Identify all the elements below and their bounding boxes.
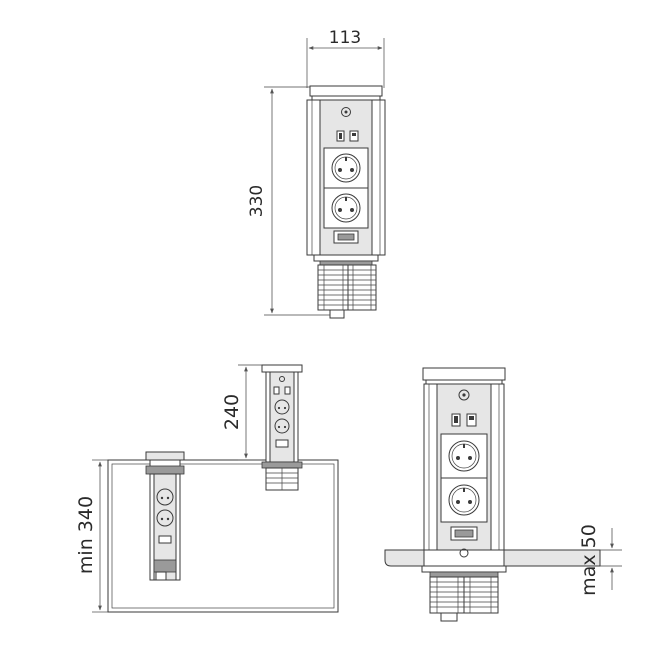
width-dimension: 113 <box>306 28 385 88</box>
power-socket-icon <box>323 187 369 229</box>
led-button-icon <box>341 107 351 117</box>
retracted-socket-tower <box>145 451 185 581</box>
cabinet-outline <box>107 459 339 613</box>
raised-height-dimension: 240 <box>221 364 262 461</box>
width-label: 113 <box>329 28 361 48</box>
power-socket-icon <box>440 477 488 523</box>
cabinet-depth-label: min 340 <box>75 496 97 574</box>
worktop-thickness-label: max 50 <box>578 524 600 596</box>
power-socket-icon <box>274 418 290 434</box>
power-switch-icon <box>450 526 478 541</box>
worktop-installation-view: max 50 <box>384 367 622 622</box>
power-socket-icon <box>156 488 174 506</box>
worktop <box>384 548 601 567</box>
cabinet-installation-view: min 340 <box>75 364 339 613</box>
height-label: 330 <box>247 185 267 217</box>
power-socket-icon <box>274 399 290 415</box>
power-socket-icon <box>323 147 369 189</box>
led-button-icon <box>458 389 470 401</box>
worktop-thickness-dimension: max 50 <box>578 524 622 596</box>
front-elevation-view: 113 330 <box>247 28 386 319</box>
raised-height-label: 240 <box>221 394 243 430</box>
threaded-sleeve <box>317 264 377 311</box>
power-switch-icon <box>333 230 359 244</box>
power-socket-icon <box>156 509 174 527</box>
usb-port-icon <box>451 413 477 427</box>
cabinet-depth-dimension: min 340 <box>75 459 108 613</box>
threaded-sleeve <box>429 576 499 614</box>
power-socket-icon <box>440 433 488 479</box>
usb-port-icon <box>336 130 359 142</box>
raised-socket-tower <box>261 364 303 491</box>
height-dimension: 330 <box>247 86 330 316</box>
